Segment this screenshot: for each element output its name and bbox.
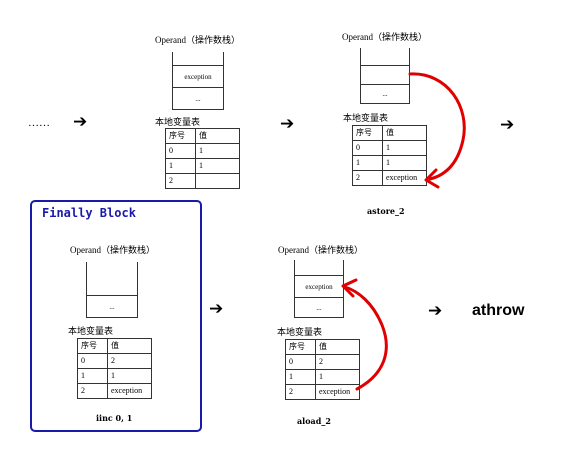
instruction-caption: aload_2 — [297, 416, 331, 426]
operand-label: Operand（操作数栈） — [342, 32, 427, 42]
stack-slot-bottom: ... — [87, 295, 137, 317]
row-value: 2 — [107, 353, 152, 369]
operand-label: Operand（操作数栈） — [155, 35, 240, 45]
operand-label: Operand（操作数栈） — [70, 245, 155, 255]
header-index: 序号 — [165, 128, 196, 144]
row-index: 2 — [165, 173, 196, 189]
table-header-row: 序号值 — [77, 338, 152, 354]
table-header-row: 序号值 — [285, 339, 360, 355]
row-index: 0 — [352, 140, 383, 156]
finally-block-title: Finally Block — [42, 206, 136, 220]
leading-ellipsis: …… — [28, 117, 50, 129]
row-value: exception — [315, 384, 360, 400]
table-header-row: 序号值 — [352, 125, 427, 141]
stack-slot-top: exception — [173, 65, 223, 87]
finally-block-frame — [30, 200, 202, 432]
operand-stack: exception ... — [294, 260, 344, 318]
row-index: 0 — [77, 353, 108, 369]
arrow-right-icon: ➔ — [428, 301, 443, 321]
header-value: 值 — [195, 128, 240, 144]
local-table-label: 本地变量表 — [343, 113, 389, 123]
row-index: 0 — [165, 143, 196, 159]
arrow-right-icon: ➔ — [280, 114, 295, 134]
arrow-right-icon: ➔ — [500, 115, 515, 135]
operand-stack: exception ... — [172, 52, 224, 110]
row-value: 1 — [382, 155, 427, 171]
header-index: 序号 — [285, 339, 316, 355]
arrow-right-icon: ➔ — [73, 112, 88, 132]
row-value: 2 — [315, 354, 360, 370]
header-value: 值 — [315, 339, 360, 355]
row-index: 0 — [285, 354, 316, 370]
row-index: 1 — [352, 155, 383, 171]
row-value: 1 — [195, 143, 240, 159]
row-value: exception — [107, 383, 152, 399]
stack-slot-top — [361, 65, 409, 84]
operand-stack: ... — [360, 48, 410, 104]
header-index: 序号 — [352, 125, 383, 141]
row-index: 2 — [352, 170, 383, 186]
row-value: 1 — [315, 369, 360, 385]
row-index: 1 — [285, 369, 316, 385]
header-index: 序号 — [77, 338, 108, 354]
table-header-row: 序号值 — [165, 128, 240, 144]
row-index: 2 — [77, 383, 108, 399]
instruction-caption: astore_2 — [367, 206, 405, 216]
operand-label: Operand（操作数栈） — [278, 245, 363, 255]
row-index: 1 — [165, 158, 196, 174]
row-index: 1 — [77, 368, 108, 384]
row-value: 1 — [382, 140, 427, 156]
local-table-label: 本地变量表 — [68, 326, 114, 336]
stack-slot-top — [87, 275, 137, 295]
stack-slot-bottom: ... — [173, 87, 223, 109]
row-index: 2 — [285, 384, 316, 400]
local-table-label: 本地变量表 — [277, 327, 323, 337]
stack-slot-bottom: ... — [361, 84, 409, 103]
instruction-caption: iinc 0, 1 — [96, 413, 133, 423]
row-value — [195, 173, 240, 189]
row-value: 1 — [195, 158, 240, 174]
arrow-right-icon: ➔ — [209, 299, 224, 319]
athrow-label: athrow — [472, 302, 525, 319]
stack-slot-bottom: ... — [295, 297, 343, 317]
local-table-label: 本地变量表 — [155, 117, 201, 127]
header-value: 值 — [382, 125, 427, 141]
row-value: 1 — [107, 368, 152, 384]
row-value: exception — [382, 170, 427, 186]
table-row: 2 — [165, 173, 240, 189]
stack-slot-top: exception — [295, 275, 343, 297]
operand-stack: ... — [86, 262, 138, 318]
header-value: 值 — [107, 338, 152, 354]
